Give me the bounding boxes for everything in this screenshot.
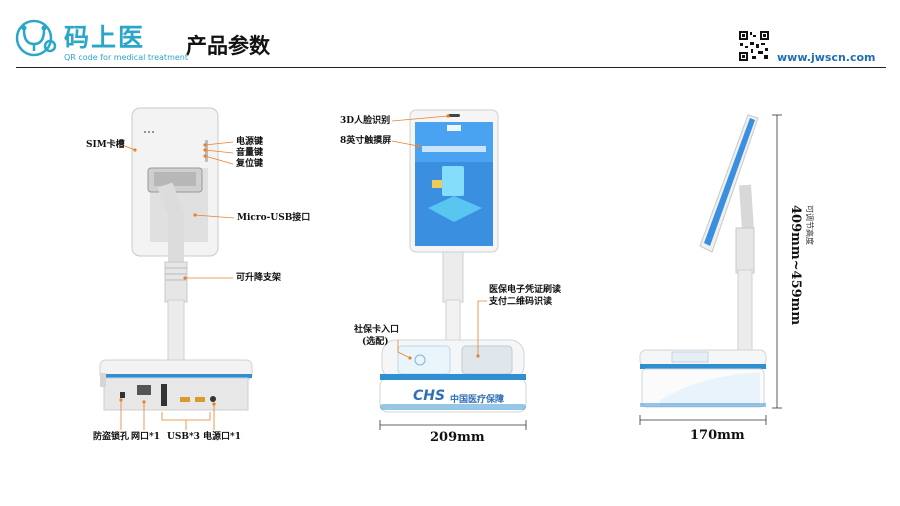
label-reset-key: 复位键 [236, 159, 264, 169]
label-card-slot-line1: 社保卡入口 [354, 325, 400, 335]
dimension-width: 209mm [430, 430, 485, 445]
label-sim-slot: SIM卡槽 [86, 140, 125, 150]
header-divider [16, 67, 886, 68]
page-title: 产品参数 [186, 33, 270, 58]
dimension-depth: 170mm [690, 428, 745, 443]
stethoscope-logo-icon [15, 19, 57, 57]
label-power-port: 电源口*1 [203, 432, 241, 442]
chs-brand-logo: CHS [413, 388, 446, 404]
label-scan-area-line1: 医保电子凭证刷读 [489, 285, 562, 295]
label-touch-screen: 8英寸触摸屏 [340, 136, 392, 146]
logo-subtitle: QR code for medical treatment [64, 53, 188, 62]
label-power-key: 电源键 [236, 137, 264, 147]
label-lift-stand: 可升降支架 [236, 273, 282, 283]
logo-text: 码上医 [64, 23, 146, 52]
website-link[interactable]: www.jwscn.com [777, 51, 876, 64]
label-security-lock: 防盗锁孔 [93, 432, 130, 442]
label-volume-key: 音量键 [236, 148, 264, 158]
height-adjustable-note: 可调节高度 [805, 205, 814, 245]
label-micro-usb: Micro-USB接口 [237, 213, 311, 223]
label-usb: USB*3 [167, 432, 200, 442]
label-card-slot-line2: (选配) [362, 337, 389, 347]
label-scan-area-line2: 支付二维码识读 [489, 297, 553, 307]
dimension-height: 409mm~459mm [788, 205, 803, 326]
label-ethernet: 网口*1 [131, 432, 160, 442]
qr-code-icon [738, 30, 770, 62]
label-face-camera: 3D人脸识别 [340, 116, 391, 126]
chs-brand-text: 中国医疗保障 [450, 395, 505, 405]
